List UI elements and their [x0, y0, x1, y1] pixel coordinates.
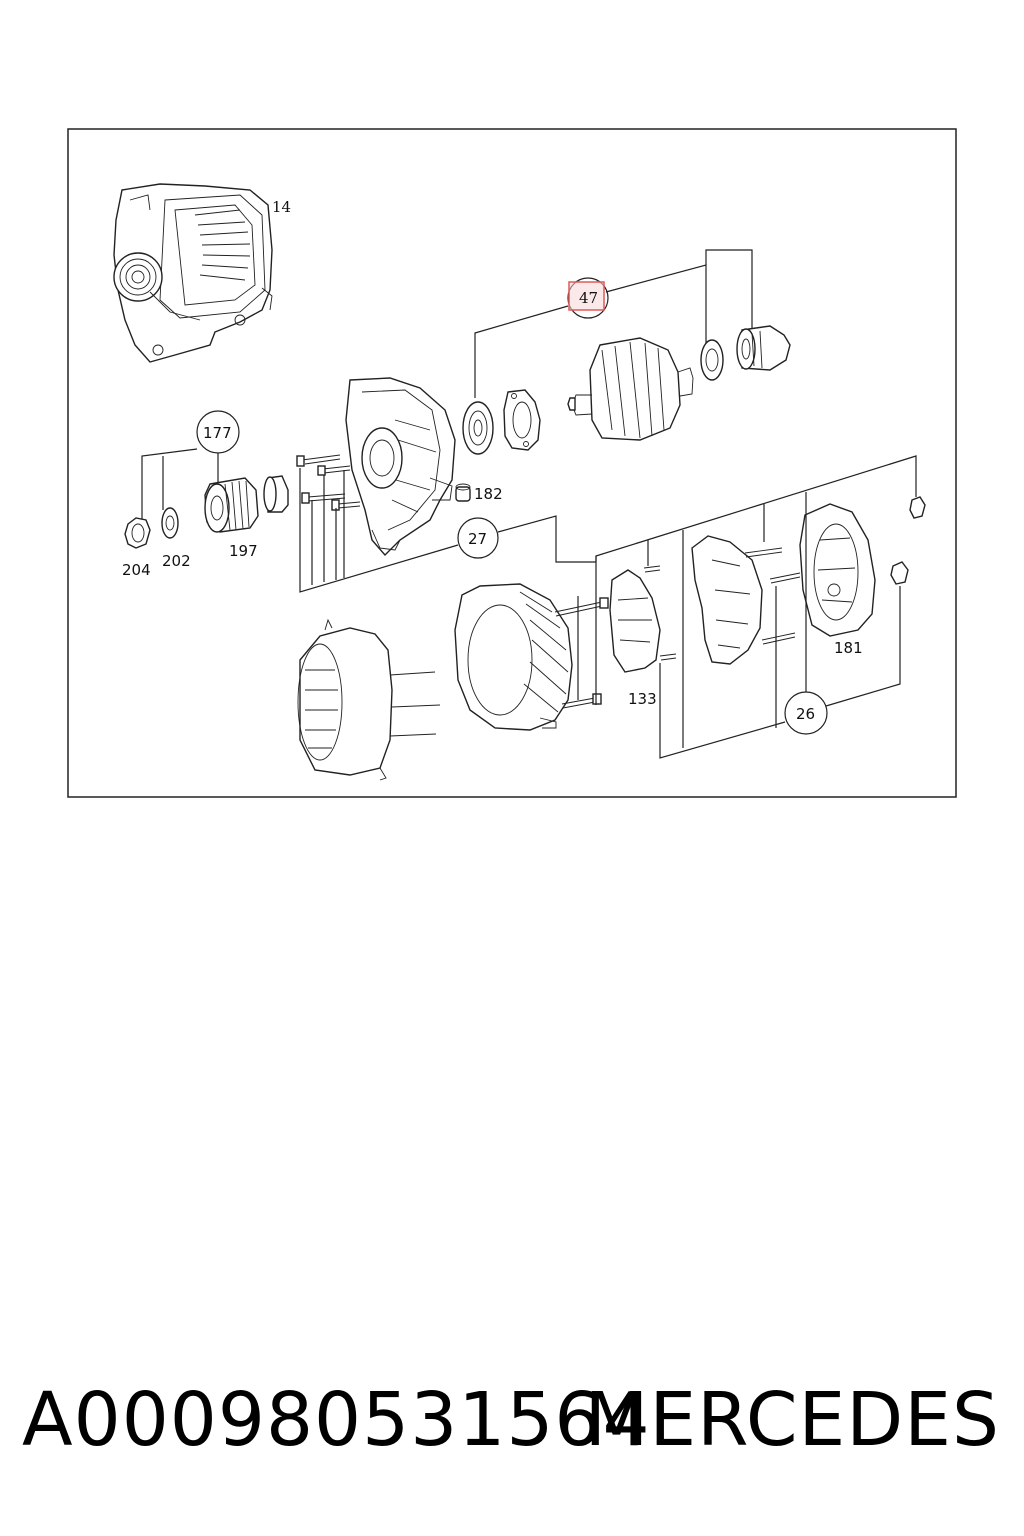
drive-end-housing [345, 377, 456, 557]
callout-27: 27 [468, 530, 487, 548]
cover-181 [799, 503, 876, 637]
callout-27-circle [457, 517, 499, 559]
alternator-assembly [113, 183, 273, 363]
callout-181: 181 [834, 639, 863, 657]
part-number: A000980531564 [22, 1377, 651, 1463]
footer: A000980531564 MERCEDES [0, 1370, 1024, 1480]
slip-ring-cap [736, 325, 791, 371]
bearing-right [700, 339, 724, 381]
alternator-exploded-diagram: 14 47 [67, 128, 957, 798]
housing-screws [296, 454, 361, 511]
bearing-left [462, 401, 494, 455]
pulley-197 [204, 477, 259, 533]
spacer-ring [263, 475, 289, 513]
callout-133: 133 [628, 690, 657, 708]
nut-204 [124, 517, 151, 549]
callout-202: 202 [162, 552, 191, 570]
slip-ring-end-housing [454, 583, 573, 731]
callout-197: 197 [229, 542, 258, 560]
callout-47: 47 [579, 289, 598, 307]
callout-14: 14 [272, 198, 291, 216]
cover-nuts [890, 496, 926, 585]
rotor [567, 337, 694, 441]
callout-204: 204 [122, 561, 151, 579]
callout-47-highlight [568, 281, 605, 311]
plug-182 [455, 483, 471, 502]
brand-name: MERCEDES [584, 1377, 1000, 1463]
rectifier [691, 535, 801, 665]
retaining-plate [503, 389, 541, 451]
regulator-133 [609, 565, 677, 673]
callout-177: 177 [203, 424, 232, 442]
callout-26: 26 [796, 705, 815, 723]
callout-182: 182 [474, 485, 503, 503]
washer-202 [161, 507, 179, 539]
stator [297, 618, 441, 781]
